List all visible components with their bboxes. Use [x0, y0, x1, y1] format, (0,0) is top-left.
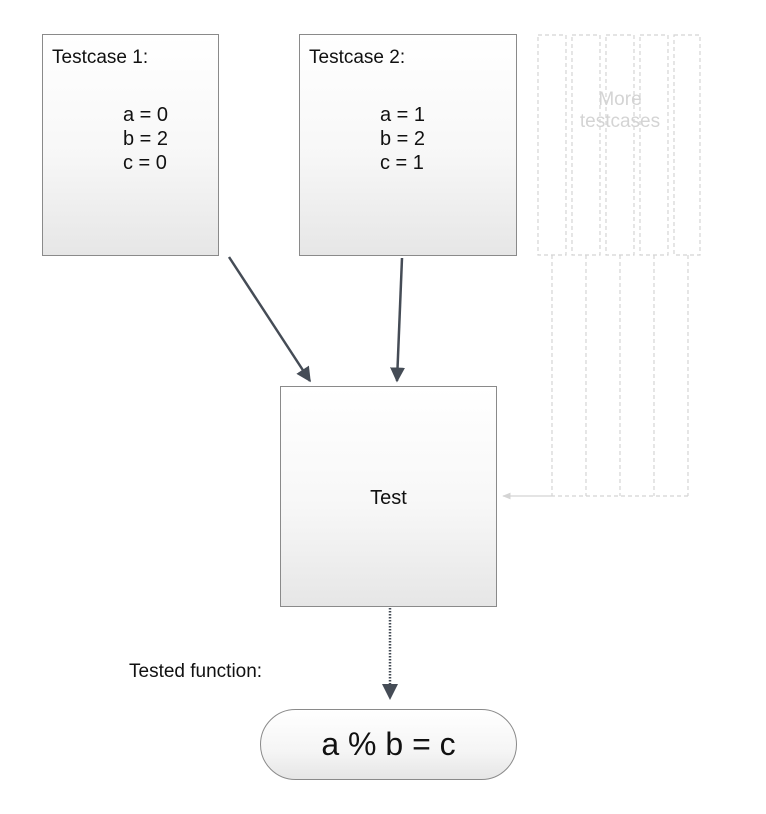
testcase-2-values: a = 1 b = 2 c = 1 [380, 103, 425, 175]
testcase-2-line-c: c = 1 [380, 152, 424, 174]
testcase-1-values: a = 0 b = 2 c = 0 [123, 103, 168, 175]
testcase-1-title: Testcase 1: [52, 47, 149, 68]
testcase-1-line-c: c = 0 [123, 152, 167, 174]
test-label: Test [370, 487, 407, 509]
testcase-2-box: Testcase 2: a = 1 b = 2 c = 1 [299, 34, 517, 256]
test-box: Test [280, 386, 497, 607]
testcase-1-line-a: a = 0 [123, 104, 169, 126]
testcase-2-title: Testcase 2: [309, 47, 406, 68]
arrow-testcase2-to-test [390, 257, 406, 383]
testcase-1-line-b: b = 2 [123, 128, 169, 150]
tested-function-label: Tested function: [129, 661, 263, 682]
testcase-2-line-a: a = 1 [380, 104, 426, 126]
more-testcases-line1: More [598, 89, 642, 110]
testcase-1-box: Testcase 1: a = 0 b = 2 c = 0 [42, 34, 219, 256]
more-testcases-line2: testcases [579, 111, 661, 132]
arrow-test-to-function-head [382, 684, 398, 700]
arrow-testcase1-to-test [227, 256, 312, 383]
tested-function-expression: a % b = c [260, 709, 517, 780]
more-testcases-stack [537, 34, 701, 497]
testcase-2-line-b: b = 2 [380, 128, 426, 150]
more-testcases-label: More testcases [558, 89, 682, 133]
